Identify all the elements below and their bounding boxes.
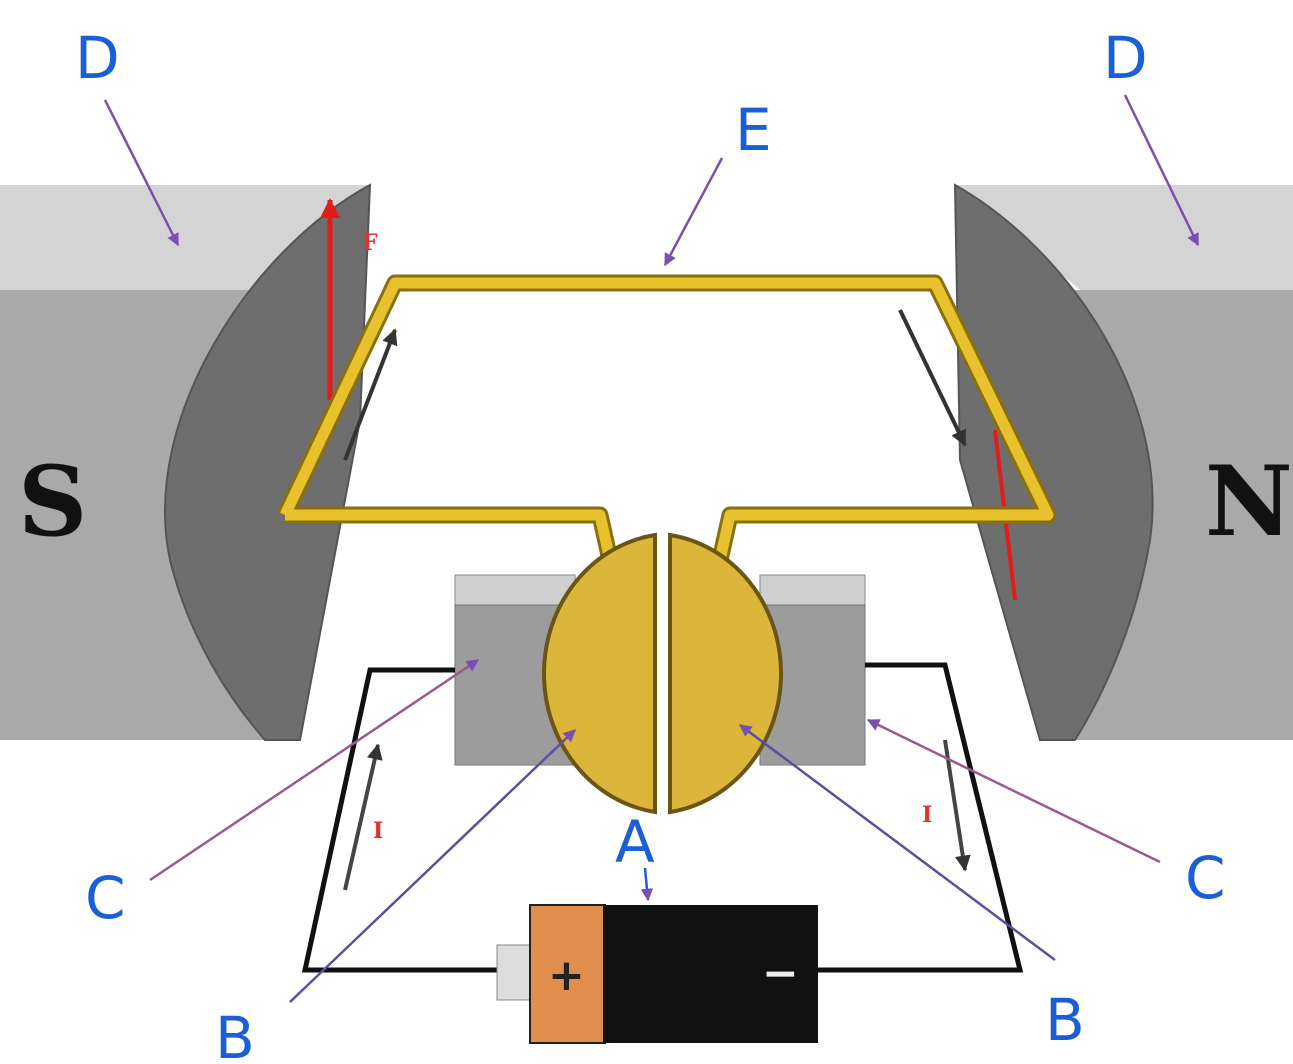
south-magnet: S (0, 183, 372, 741)
force-arrow: F (320, 198, 378, 400)
commutator (542, 532, 783, 815)
coil-current-arrow-right (898, 309, 967, 447)
pointer-c-right (866, 718, 1161, 864)
pointer-c-left (149, 658, 480, 882)
south-pole-label: S (18, 445, 87, 558)
annotation-labels: D D E A C C B B (75, 24, 1226, 1064)
north-magnet: N (953, 183, 1293, 741)
battery-negative: − (762, 948, 799, 999)
circuit-wire (301, 662, 1024, 973)
label-d-right: D (1103, 24, 1148, 92)
pointer-d-right (1123, 94, 1200, 247)
north-pole-label: N (1205, 445, 1293, 558)
annotation-pointers (103, 94, 1200, 1003)
pointer-b-right (738, 723, 1056, 962)
label-a: A (615, 808, 655, 876)
label-e: E (735, 96, 772, 164)
current-label-right: I (922, 802, 932, 828)
battery-positive: + (548, 950, 585, 1001)
current-label-left: I (373, 818, 383, 844)
current-arrow-left (343, 743, 383, 891)
pointer-e (663, 157, 724, 267)
current-arrow-right (943, 739, 971, 872)
label-b-right: B (1045, 986, 1085, 1054)
label-c-left: C (85, 864, 126, 932)
label-c-right: C (1185, 844, 1226, 912)
label-b-left: B (215, 1004, 255, 1064)
coil (277, 274, 1057, 562)
battery: + − (496, 904, 818, 1044)
label-d-left: D (75, 24, 120, 92)
pointer-a (640, 867, 654, 902)
coil-current-arrow-left (343, 328, 398, 461)
pointer-d-left (103, 99, 180, 247)
force-label: F (362, 230, 378, 256)
pointer-b-left (289, 729, 576, 1003)
